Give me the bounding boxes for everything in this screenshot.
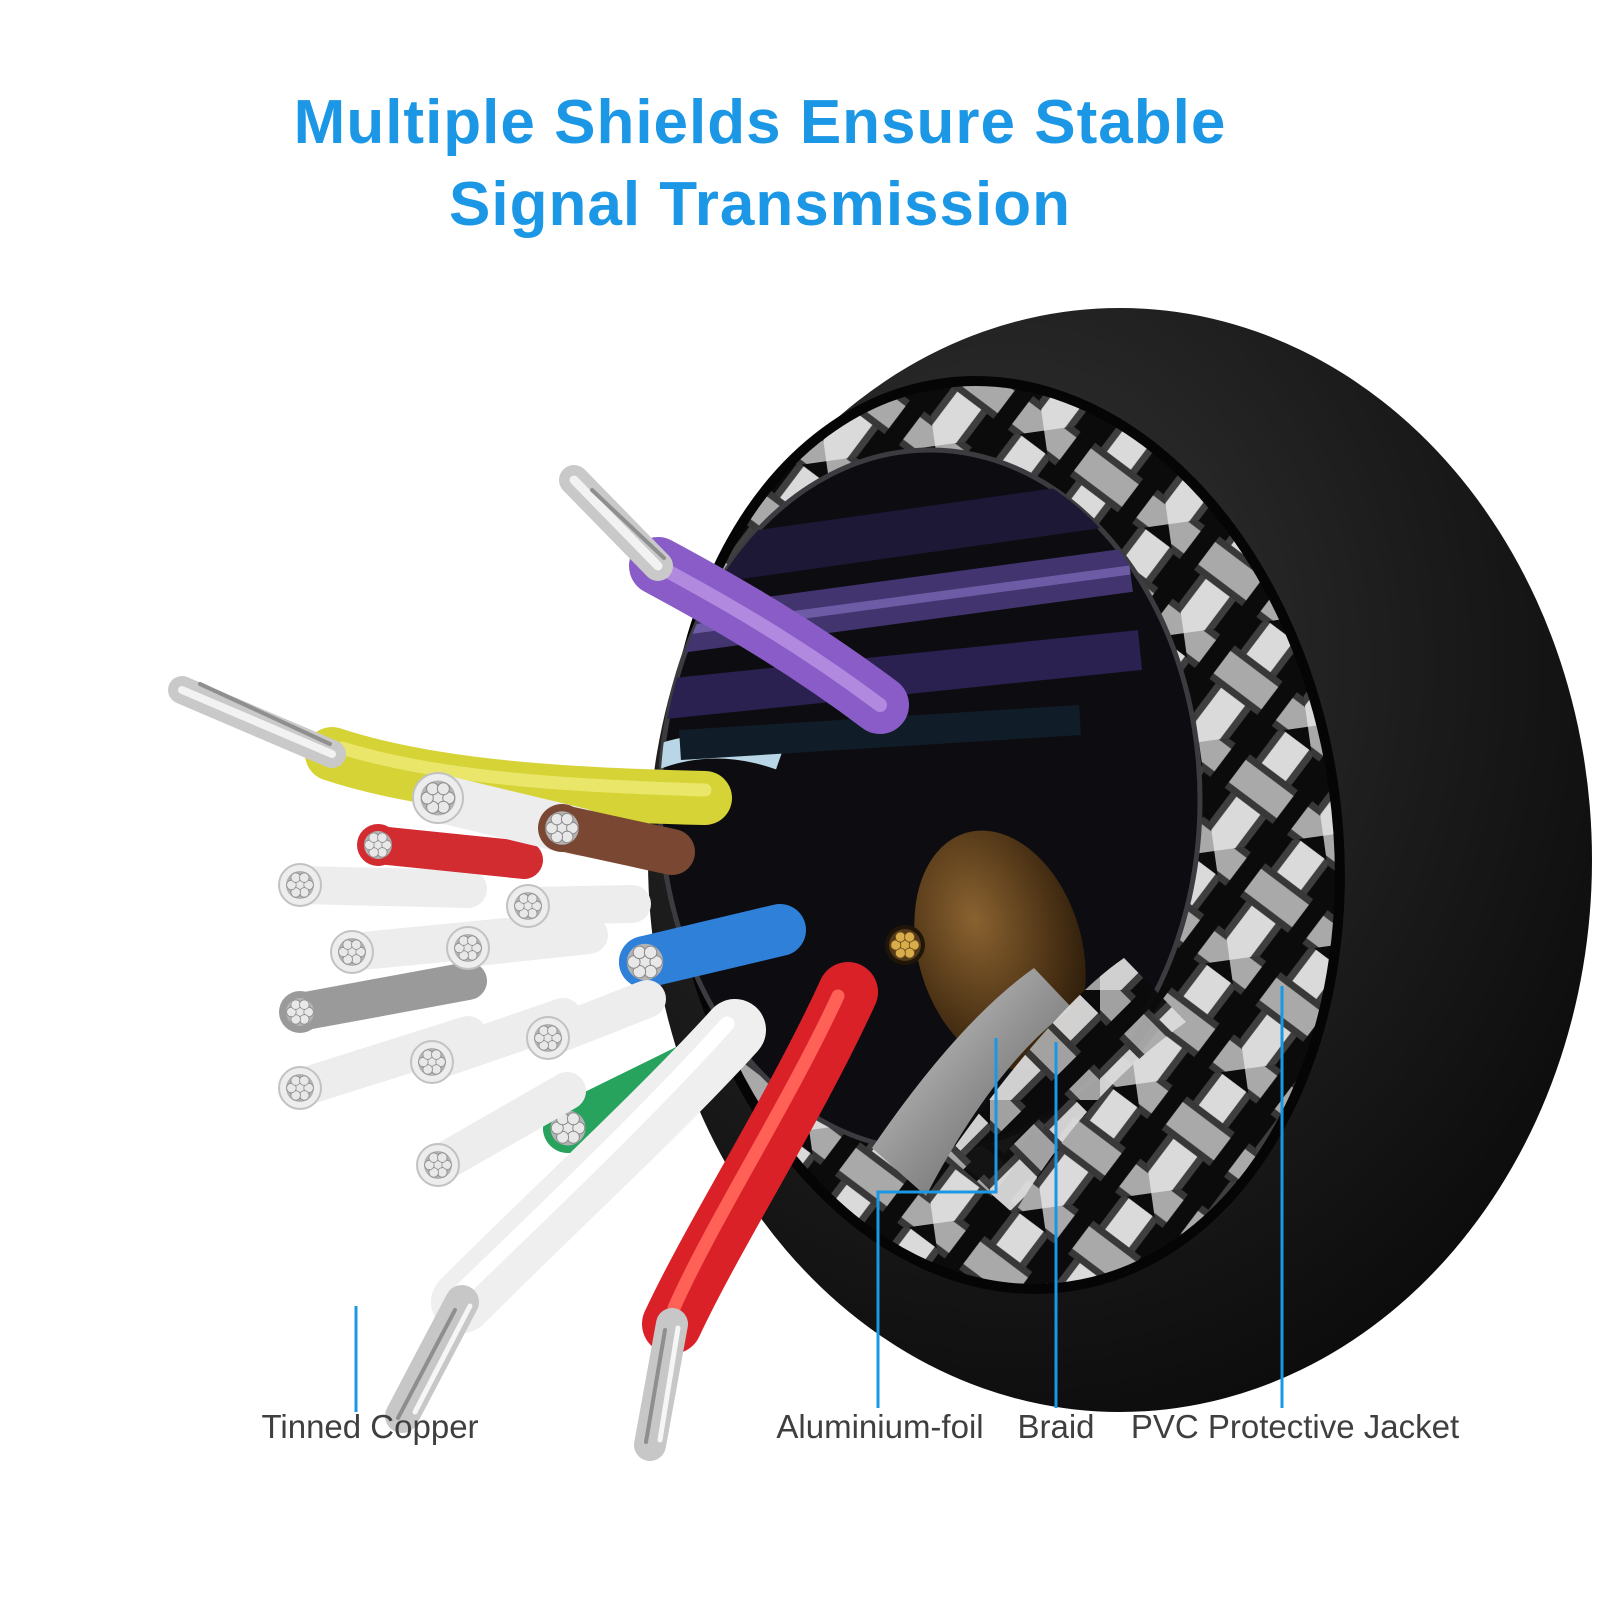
braid-lower-wrap bbox=[948, 958, 1186, 1214]
headline: Multiple Shields Ensure Stable Signal Tr… bbox=[60, 82, 1460, 246]
label-tinned-copper: Tinned Copper bbox=[261, 1408, 479, 1445]
callout-line-aluminium-foil bbox=[876, 1038, 998, 1408]
headline-line-2: Signal Transmission bbox=[449, 169, 1071, 239]
label-braid: Braid bbox=[1017, 1408, 1095, 1445]
label-pvc-protective-jacket: PVC Protective Jacket bbox=[1130, 1408, 1460, 1445]
aluminium-foil-layer bbox=[872, 968, 1072, 1196]
callout-lines bbox=[354, 986, 1284, 1412]
label-aluminium-foil: Aluminium-foil bbox=[776, 1408, 984, 1445]
yellow-wire bbox=[168, 676, 732, 825]
headline-line-1: Multiple Shields Ensure Stable bbox=[293, 88, 1227, 157]
white-wire bbox=[385, 999, 766, 1433]
copper-drain-wire bbox=[885, 925, 925, 965]
purple-wire bbox=[559, 465, 909, 734]
red-wire bbox=[634, 962, 878, 1461]
